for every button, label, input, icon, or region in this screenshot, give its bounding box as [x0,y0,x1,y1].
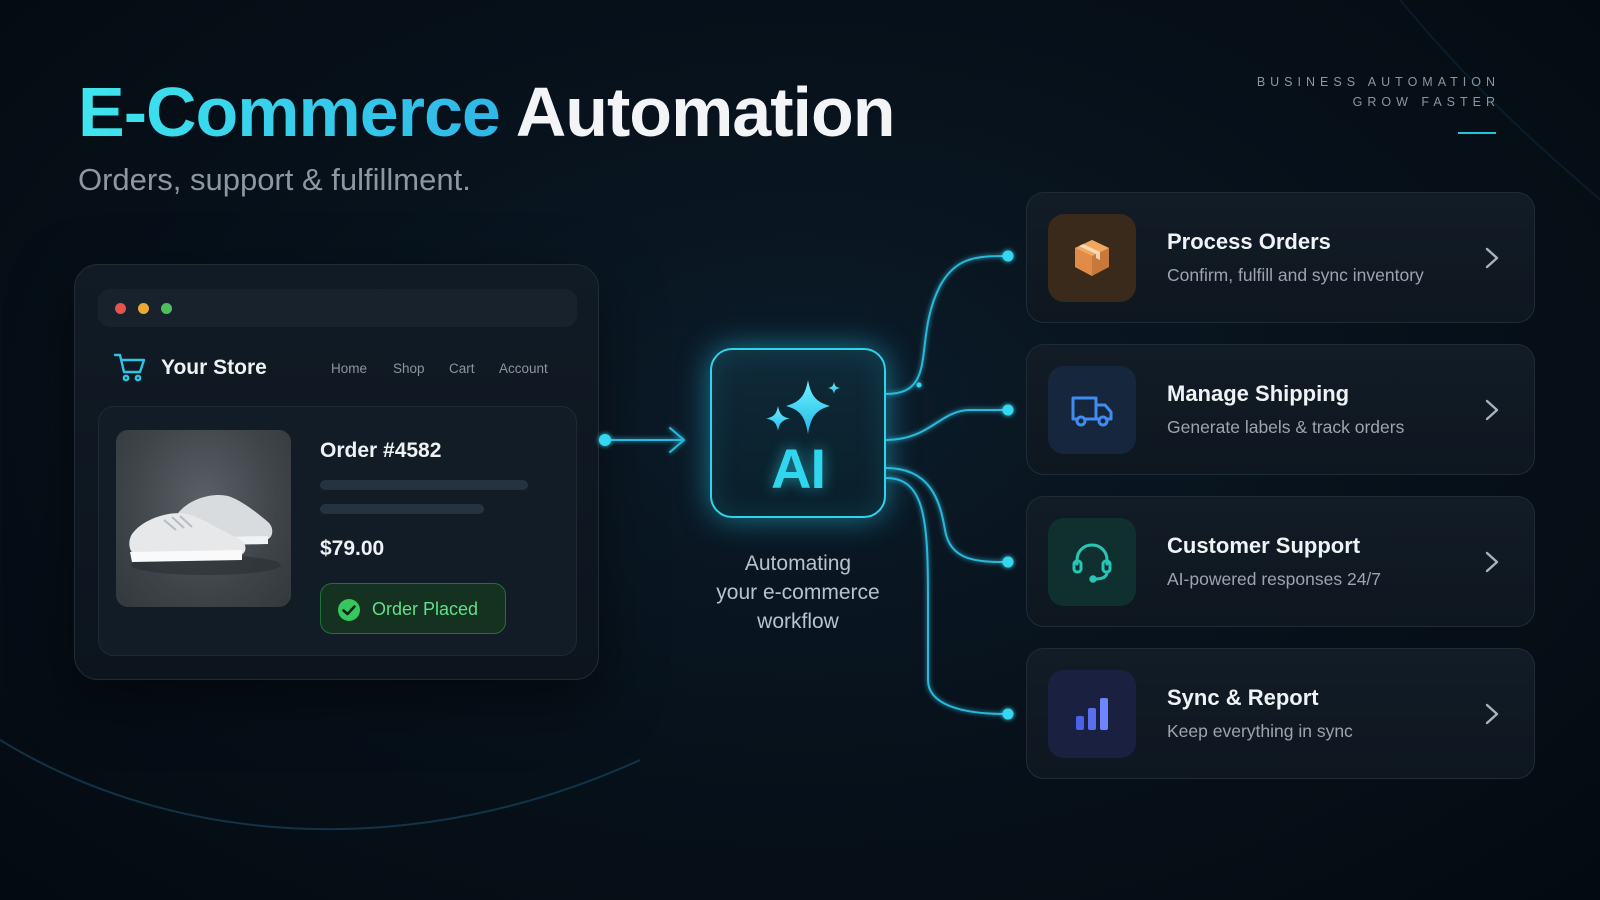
feature-description: Confirm, fulfill and sync inventory [1167,265,1424,285]
truck-icon [1071,396,1113,427]
page-subtitle: Orders, support & fulfillment. [78,162,471,197]
store-window: Your Store Home Shop Cart Account Order [74,264,599,680]
maximize-window-dot[interactable] [161,303,172,314]
chevron-right-icon[interactable] [1484,246,1500,270]
feature-description: Generate labels & track orders [1167,417,1405,437]
feature-card-manage-shipping[interactable]: Manage Shipping Generate labels & track … [1026,344,1535,475]
close-window-dot[interactable] [115,303,126,314]
nav-link-cart[interactable]: Cart [449,361,475,376]
skeleton-line-2 [320,504,484,514]
feature-title: Customer Support [1167,533,1361,558]
ai-caption-line-2: your e-commerce [716,581,880,604]
chevron-right-icon[interactable] [1484,550,1500,574]
ai-engine-tile[interactable]: AI [710,348,886,518]
feature-card-customer-support[interactable]: Customer Support AI-powered responses 24… [1026,496,1535,627]
page-title: E-Commerce Automation [78,72,896,152]
tagline-line-2: GROW FASTER [1352,95,1500,109]
window-titlebar [98,289,577,327]
nav-link-account[interactable]: Account [499,361,548,376]
tagline-rule [1458,132,1496,134]
minimize-window-dot[interactable] [138,303,149,314]
feature-description: Keep everything in sync [1167,721,1353,741]
feature-title: Process Orders [1167,229,1331,254]
order-card[interactable]: Order #4582 $79.00 Order Placed [98,406,577,656]
order-status-label: Order Placed [372,599,479,619]
ai-caption-line-1: Automating [744,552,852,575]
ai-caption: Automating your e-commerce workflow [690,549,906,636]
store-navbar: Your Store Home Shop Cart Account [113,348,563,388]
ai-caption-line-3: workflow [757,610,839,633]
sneaker-illustration [129,494,281,575]
skeleton-line-1 [320,480,528,490]
nav-link-home[interactable]: Home [331,361,368,376]
ai-label: AI [771,437,826,500]
bar-chart-icon [1076,698,1108,730]
feature-title: Sync & Report [1167,685,1319,710]
product-image-sneakers [116,430,291,607]
feature-description: AI-powered responses 24/7 [1167,569,1382,589]
store-name: Your Store [161,356,267,379]
package-icon [1075,240,1109,276]
check-circle-icon [338,599,360,621]
feature-title: Manage Shipping [1167,381,1350,406]
headset-icon [1072,543,1112,583]
chevron-right-icon[interactable] [1484,702,1500,726]
nav-link-shop[interactable]: Shop [393,361,425,376]
bar-chart-icon-tile [1048,670,1136,758]
cart-icon [113,353,146,382]
chevron-right-icon[interactable] [1484,398,1500,422]
tagline: BUSINESS AUTOMATION GROW FASTER [1257,72,1500,112]
order-price: $79.00 [320,537,385,560]
truck-icon-tile [1048,366,1136,454]
feature-card-sync-report[interactable]: Sync & Report Keep everything in sync [1026,648,1535,779]
title-rest: Automation [515,73,896,151]
sparkle-icon [766,380,840,434]
feature-card-process-orders[interactable]: Process Orders Confirm, fulfill and sync… [1026,192,1535,323]
headset-icon-tile [1048,518,1136,606]
order-number: Order #4582 [320,439,442,462]
tagline-line-1: BUSINESS AUTOMATION [1256,75,1500,89]
package-icon-tile [1048,214,1136,302]
order-status-badge: Order Placed [320,583,506,634]
title-accent: E-Commerce [78,73,501,151]
